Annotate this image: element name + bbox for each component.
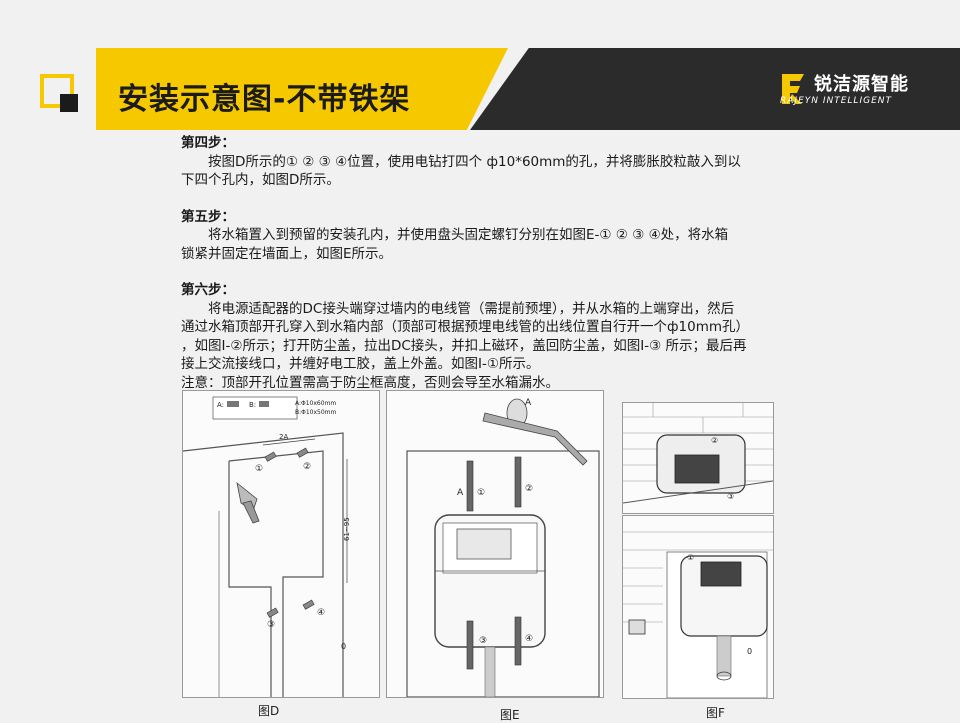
figure-f-top-drawing: ② ③ <box>622 403 774 504</box>
fig-d-n1: ① <box>255 464 263 474</box>
figure-d-label: 图D <box>258 704 280 718</box>
fig-e-n4: ④ <box>525 634 533 644</box>
step-6: 第六步： 将电源适配器的DC接头端穿过墙内的电线管（需提前预埋），并从水箱的上端… <box>181 281 821 392</box>
fig-e-a-left: A <box>457 488 464 498</box>
header-banner <box>0 48 960 130</box>
fig-e-n2: ② <box>525 484 533 494</box>
legend-a-label: A: <box>217 401 224 409</box>
step-note: 注意：顶部开孔位置需高于防尘框高度，否则会导至水箱漏水。 <box>181 374 559 391</box>
step-heading: 第五步： <box>181 208 235 225</box>
fig-d-zero: 0 <box>341 642 346 651</box>
figure-f-bottom: ① 0 <box>622 515 774 699</box>
step-text-line: 按图D所示的① ② ③ ④位置，使用电钻打四个 ф10*60mm的孔，并将膨胀胶… <box>208 153 741 170</box>
step-heading: 第四步： <box>181 135 235 151</box>
fig-e-n1: ① <box>477 488 485 498</box>
dim-2a: 2A <box>279 433 288 441</box>
corner-square-icon <box>40 74 78 112</box>
brand-name-en: RAJEYN INTELLIGENT <box>780 96 892 106</box>
page-title: 安装示意图-不带铁架 <box>118 82 411 117</box>
fig-f-n2: ② <box>711 436 718 445</box>
figure-f-top: ② ③ <box>622 402 774 514</box>
figure-e: A A ① ② ③ ④ <box>386 390 604 698</box>
fig-d-n4: ④ <box>317 608 325 618</box>
figure-d-drawing: A: B: A:Φ10x60mm B:Φ10x50mm 2A 61~95 ① ②… <box>182 396 351 697</box>
fig-f-n3: ③ <box>727 492 734 501</box>
brand-logo: 锐洁源智能 RAJEYN INTELLIGENT <box>780 72 940 116</box>
step-heading: 第六步： <box>181 282 235 298</box>
legend-b-text: B:Φ10x50mm <box>295 409 337 416</box>
figure-e-drawing: A A ① ② ③ ④ <box>406 398 600 698</box>
brand-name-cn: 锐洁源智能 <box>814 74 909 95</box>
figure-e-label: 图E <box>500 708 520 722</box>
legend-a-text: A:Φ10x60mm <box>295 400 336 407</box>
fig-f-n1: ① <box>687 553 694 562</box>
figure-d: A: B: A:Φ10x60mm B:Φ10x50mm 2A 61~95 ① ②… <box>182 390 380 698</box>
legend-b-label: B: <box>249 401 256 409</box>
step-5: 第五步： 将水箱置入到预留的安装孔内，并使用盘头固定螺钉分别在如图E-① ② ③… <box>181 208 821 264</box>
fig-f-zero: 0 <box>747 647 752 656</box>
step-text-line: ，如图I-②所示；打开防尘盖，拉出DC接头，并扣上磁环，盖回防尘盖，如图I-③ … <box>181 337 747 354</box>
step-text-line: 下四个孔内，如图D所示。 <box>181 172 340 188</box>
brand-logo-icon <box>782 74 804 104</box>
step-text-line: 将电源适配器的DC接头端穿过墙内的电线管（需提前预埋），并从水箱的上端穿出，然后 <box>208 300 735 317</box>
dim-vertical: 61~95 <box>343 517 351 541</box>
fig-e-n3: ③ <box>479 636 487 646</box>
step-text-line: 接上交流接线口，并缠好电工胶，盖上外盖。如图I-①所示。 <box>181 356 540 372</box>
step-text-line: 锁紧并固定在墙面上，如图E所示。 <box>181 245 393 262</box>
step-text-line: 将水箱置入到预留的安装孔内，并使用盘头固定螺钉分别在如图E-① ② ③ ④处，将… <box>208 227 729 243</box>
instructions: 第四步： 按图D所示的① ② ③ ④位置，使用电钻打四个 ф10*60mm的孔，… <box>181 134 821 392</box>
fig-e-a-top: A <box>525 398 532 408</box>
header-yellow-band <box>96 48 508 130</box>
step-text-line: 通过水箱顶部开孔穿入到水箱内部（顶部可根据预埋电线管的出线位置自行开一个ф10m… <box>181 319 750 335</box>
figure-f-label: 图F <box>706 706 725 720</box>
header-dark-band <box>470 48 960 130</box>
fig-d-n3: ③ <box>267 620 275 630</box>
fig-d-n2: ② <box>303 462 311 472</box>
figure-f-bottom-drawing: ① 0 <box>623 531 773 699</box>
step-4: 第四步： 按图D所示的① ② ③ ④位置，使用电钻打四个 ф10*60mm的孔，… <box>181 134 821 190</box>
